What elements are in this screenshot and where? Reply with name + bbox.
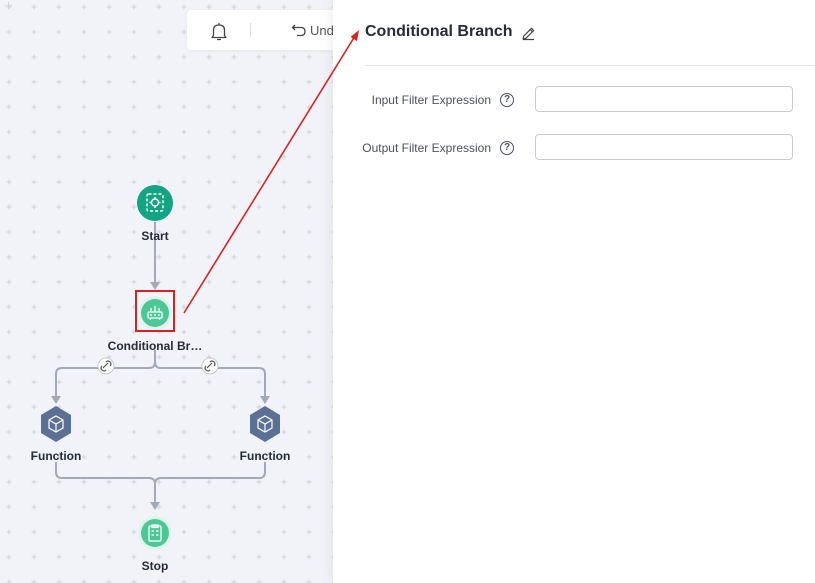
- function-left-label: Function: [30, 449, 82, 463]
- input-filter-row: Input Filter Expression ?: [333, 86, 815, 116]
- branch-icon: [147, 306, 163, 320]
- conditional-branch-label: Conditional Br…: [107, 339, 203, 353]
- edit-icon[interactable]: [521, 26, 536, 41]
- input-filter-field[interactable]: [535, 86, 793, 112]
- start-node-label: Start: [141, 229, 169, 243]
- function-node-left[interactable]: [38, 404, 74, 444]
- properties-panel: Conditional Branch Input Filter Expressi…: [333, 0, 815, 583]
- stop-node-label: Stop: [141, 559, 169, 573]
- help-icon[interactable]: ?: [500, 141, 514, 155]
- stop-node[interactable]: [135, 513, 175, 553]
- panel-divider: [365, 65, 815, 66]
- function-right-label: Function: [239, 449, 291, 463]
- link-icon[interactable]: [201, 357, 219, 375]
- stop-icon: [148, 524, 162, 542]
- bell-icon[interactable]: [209, 20, 229, 42]
- function-icon: [257, 415, 273, 433]
- output-filter-label: Output Filter Expression: [362, 141, 491, 155]
- edge-branch-to-function-right: [154, 361, 266, 396]
- panel-title: Conditional Branch: [365, 23, 513, 40]
- start-node[interactable]: [135, 183, 175, 223]
- function-node-right[interactable]: [247, 404, 283, 444]
- output-filter-field[interactable]: [535, 134, 793, 160]
- workflow-canvas[interactable]: Start Conditional Br… Function Function: [0, 0, 333, 583]
- help-icon[interactable]: ?: [500, 93, 514, 107]
- canvas-toolbar: Und: [187, 10, 347, 50]
- conditional-branch-highlight: [135, 290, 175, 332]
- conditional-branch-node[interactable]: [135, 292, 175, 332]
- workflow-edges: [51, 222, 270, 510]
- input-filter-label: Input Filter Expression: [371, 93, 491, 107]
- edge-function-left-to-stop: [55, 462, 156, 504]
- function-icon: [48, 415, 64, 433]
- undo-button[interactable]: Und: [291, 20, 334, 40]
- start-icon: [146, 193, 164, 212]
- output-filter-row: Output Filter Expression ?: [333, 134, 815, 164]
- toolbar-divider: [250, 23, 251, 37]
- undo-label: Und: [310, 22, 334, 38]
- edge-function-right-to-stop: [154, 462, 266, 485]
- undo-icon: [291, 24, 306, 37]
- link-icon[interactable]: [97, 357, 115, 375]
